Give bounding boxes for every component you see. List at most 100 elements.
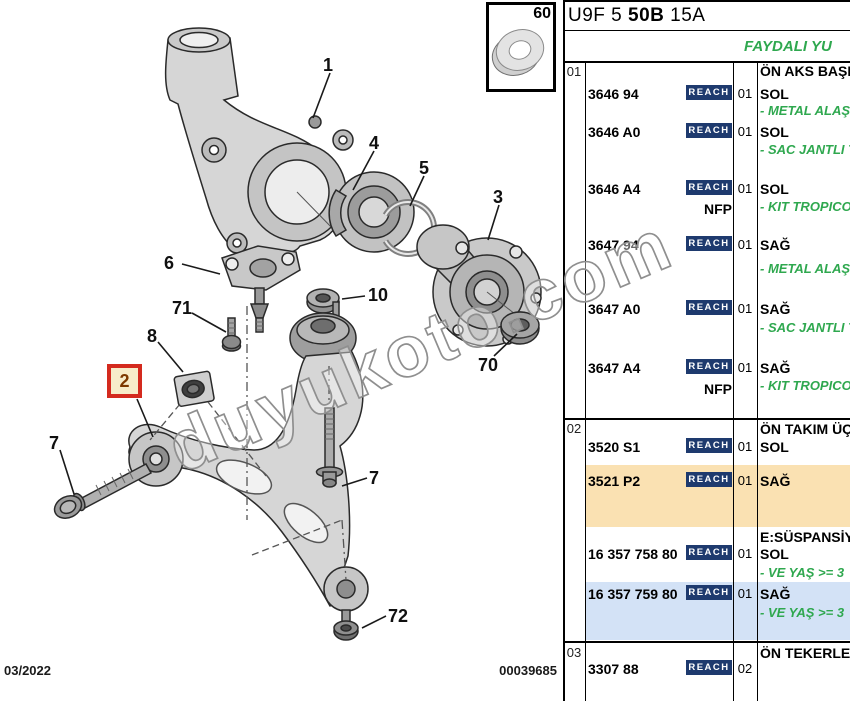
page-title: U9F 5 50B 15A	[568, 5, 705, 27]
banner-divider	[563, 61, 850, 63]
section-header: ÖN TEKERLEK	[760, 645, 850, 661]
control-arm	[128, 351, 364, 607]
table-top-border	[563, 0, 850, 2]
reach-badge[interactable]: REACH	[686, 660, 732, 675]
side-label: SOL	[760, 181, 789, 197]
section-header: ÖN TAKIM ÜÇG	[760, 421, 850, 437]
reach-badge[interactable]: REACH	[686, 438, 732, 453]
part-number[interactable]: 3646 94	[588, 86, 639, 102]
part-number[interactable]: 3647 A0	[588, 301, 641, 317]
part-number-selected[interactable]: 3521 P2	[588, 473, 641, 489]
callout-7-left[interactable]: 7	[49, 433, 60, 453]
vehicle-code-suffix: 15A	[664, 5, 706, 26]
note-label: - VE YAŞ >= 3	[760, 605, 845, 620]
qty: 01	[737, 181, 753, 196]
callout-7-right[interactable]: 7	[369, 468, 380, 488]
qty: 01	[737, 586, 753, 601]
nfp-label: NFP	[704, 201, 732, 217]
bushing	[289, 312, 357, 364]
callout-4[interactable]: 4	[369, 133, 380, 153]
snap-ring	[382, 199, 437, 257]
part-number[interactable]: 3307 88	[588, 661, 639, 677]
callout-3[interactable]: 3	[493, 187, 504, 207]
reach-badge[interactable]: REACH	[686, 180, 732, 195]
bolt-7-right	[324, 407, 335, 471]
note-label: - KIT TROPICO	[760, 378, 850, 393]
side-label: SAĞ	[760, 301, 791, 317]
callout-6[interactable]: 6	[164, 253, 175, 273]
note-label: - SAC JANTLI T	[760, 320, 850, 335]
qty: 02	[737, 661, 753, 676]
table-left-border	[563, 0, 565, 701]
callout-1[interactable]: 1	[323, 55, 334, 75]
qty: 01	[737, 237, 753, 252]
section-subheader: E:SÜSPANSİYO	[760, 529, 850, 545]
part-number[interactable]: 3647 94	[588, 237, 639, 253]
plate	[173, 370, 215, 407]
bolt-7-left	[76, 462, 153, 511]
col-divider-desc	[757, 61, 758, 701]
qty: 01	[737, 301, 753, 316]
reach-badge[interactable]: REACH	[686, 545, 732, 560]
document-number: 00039685	[499, 663, 557, 678]
part-number[interactable]: 16 357 758 80	[588, 546, 678, 562]
part-number[interactable]: 3646 A0	[588, 124, 641, 140]
col-divider-qty	[733, 61, 734, 701]
nut-72	[333, 621, 359, 641]
callout-10[interactable]: 10	[368, 285, 389, 305]
qty: 01	[737, 86, 753, 101]
nfp-label: NFP	[704, 381, 732, 397]
ball-joint	[221, 245, 301, 291]
callout-71[interactable]: 71	[172, 298, 193, 318]
washer-icon	[491, 29, 545, 76]
reach-badge[interactable]: REACH	[686, 123, 732, 138]
nut	[306, 290, 340, 314]
header-divider	[563, 30, 850, 31]
inset-ref-number: 60	[533, 5, 551, 22]
side-label: SAĞ	[760, 586, 791, 602]
callout-72[interactable]: 72	[388, 606, 409, 626]
inset-ref-box[interactable]: 60	[486, 2, 556, 92]
qty: 01	[737, 124, 753, 139]
note-label: - METAL ALAŞI	[760, 261, 850, 276]
side-label: SOL	[760, 86, 789, 102]
hub-nut	[500, 311, 540, 345]
note-label: - METAL ALAŞI	[760, 103, 850, 118]
callout-70[interactable]: 70	[478, 355, 499, 375]
note-label: - SAC JANTLI T	[760, 142, 850, 157]
note-label: - VE YAŞ >= 3	[760, 565, 845, 580]
section-header: ÖN AKS BAŞI P	[760, 63, 850, 79]
side-label: SOL	[760, 546, 789, 562]
qty: 01	[737, 439, 753, 454]
vehicle-code-family: 50B	[628, 5, 665, 26]
reach-badge[interactable]: REACH	[686, 300, 732, 315]
knuckle-body	[164, 37, 345, 253]
reach-badge[interactable]: REACH	[686, 236, 732, 251]
qty: 01	[737, 546, 753, 561]
part-number[interactable]: 3520 S1	[588, 439, 641, 455]
qty: 01	[737, 360, 753, 375]
side-label: SOL	[760, 124, 789, 140]
callout-2-selected[interactable]: 2	[107, 364, 142, 398]
part-number[interactable]: 3647 A4	[588, 360, 641, 376]
part-number[interactable]: 3646 A4	[588, 181, 641, 197]
section-number: 03	[566, 645, 582, 660]
part-number[interactable]: 16 357 759 80	[588, 586, 678, 602]
callout-5[interactable]: 5	[419, 158, 430, 178]
callout-8[interactable]: 8	[147, 326, 158, 346]
note-label: - KIT TROPICO	[760, 199, 850, 214]
reach-badge[interactable]: REACH	[686, 472, 732, 487]
qty: 01	[737, 473, 753, 488]
bearing	[333, 171, 415, 253]
section-number: 01	[566, 64, 582, 79]
side-label: SOL	[760, 439, 789, 455]
reach-badge[interactable]: REACH	[686, 359, 732, 374]
section-number: 02	[566, 421, 582, 436]
revision-date: 03/2022	[4, 663, 51, 678]
reach-badge[interactable]: REACH	[686, 85, 732, 100]
side-label: SAĞ	[760, 237, 791, 253]
parts-diagram	[53, 27, 542, 641]
col-divider-section	[585, 61, 586, 701]
reach-badge[interactable]: REACH	[686, 585, 732, 600]
